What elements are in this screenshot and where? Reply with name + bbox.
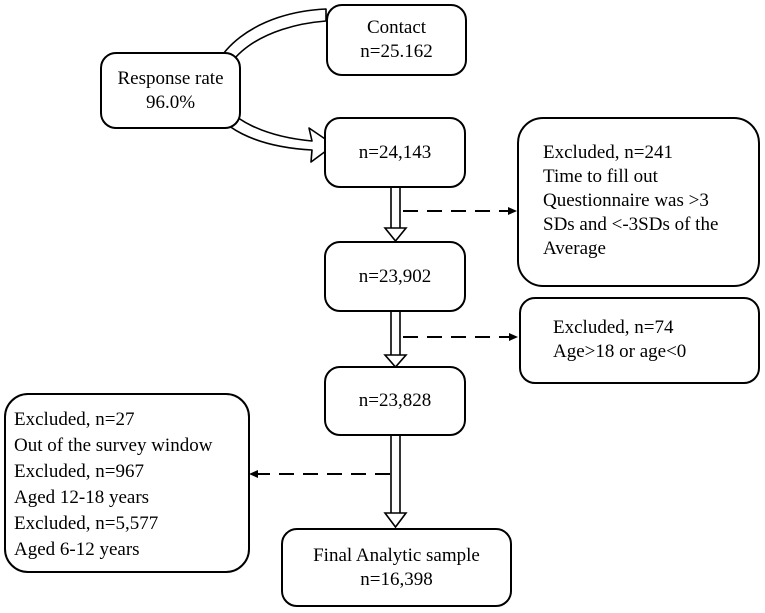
response-rate-box: Response rate 96.0% — [100, 52, 241, 129]
count-box-23902: n=23,902 — [324, 241, 466, 312]
response-rate-label: Response rate — [117, 67, 224, 89]
excluded-3-line: Excluded, n=27 — [14, 409, 135, 430]
excluded-3-line: Excluded, n=5,577 — [14, 513, 159, 534]
contact-label: Contact — [366, 17, 427, 38]
excluded-1-line: SDs and <-3SDs of the — [543, 214, 719, 235]
down-arrow-3 — [383, 436, 408, 529]
count-box-23828: n=23,828 — [324, 366, 466, 436]
excluded-3-line: Out of the survey window — [14, 435, 213, 456]
excluded-3-line: Excluded, n=967 — [14, 461, 144, 482]
excluded-1-line: Questionnaire was >3 — [543, 190, 709, 211]
count-23828: n=23,828 — [358, 390, 432, 411]
final-sample-box: Final Analytic sample n=16,398 — [281, 528, 512, 607]
count-box-24143: n=24,143 — [324, 117, 466, 188]
excluded-3-line: Aged 6-12 years — [14, 539, 140, 560]
response-rate-value: 96.0% — [145, 91, 196, 113]
excluded-box-3: Excluded, n=27 Out of the survey window … — [4, 393, 250, 573]
excluded-box-2: Excluded, n=74 Age>18 or age<0 — [519, 297, 760, 384]
excluded-1-line: Average — [543, 238, 606, 259]
excluded-3-line: Aged 12-18 years — [14, 487, 150, 508]
final-sample-count: n=16,398 — [360, 568, 433, 590]
contact-count: n=25.162 — [360, 41, 433, 62]
final-sample-label: Final Analytic sample — [313, 544, 480, 566]
excluded-box-1: Excluded, n=241 Time to fill out Questio… — [517, 117, 760, 287]
excluded-1-line: Time to fill out — [543, 166, 658, 187]
excluded-2-line: Excluded, n=74 — [553, 317, 674, 338]
down-arrow-1 — [383, 186, 408, 243]
count-24143: n=24,143 — [358, 141, 432, 163]
excluded-2-line: Age>18 or age<0 — [553, 341, 687, 362]
excluded-1-line: Excluded, n=241 — [543, 142, 673, 163]
down-arrow-2 — [383, 312, 408, 369]
count-23902: n=23,902 — [358, 265, 432, 287]
contact-box: Contact n=25.162 — [326, 4, 467, 76]
